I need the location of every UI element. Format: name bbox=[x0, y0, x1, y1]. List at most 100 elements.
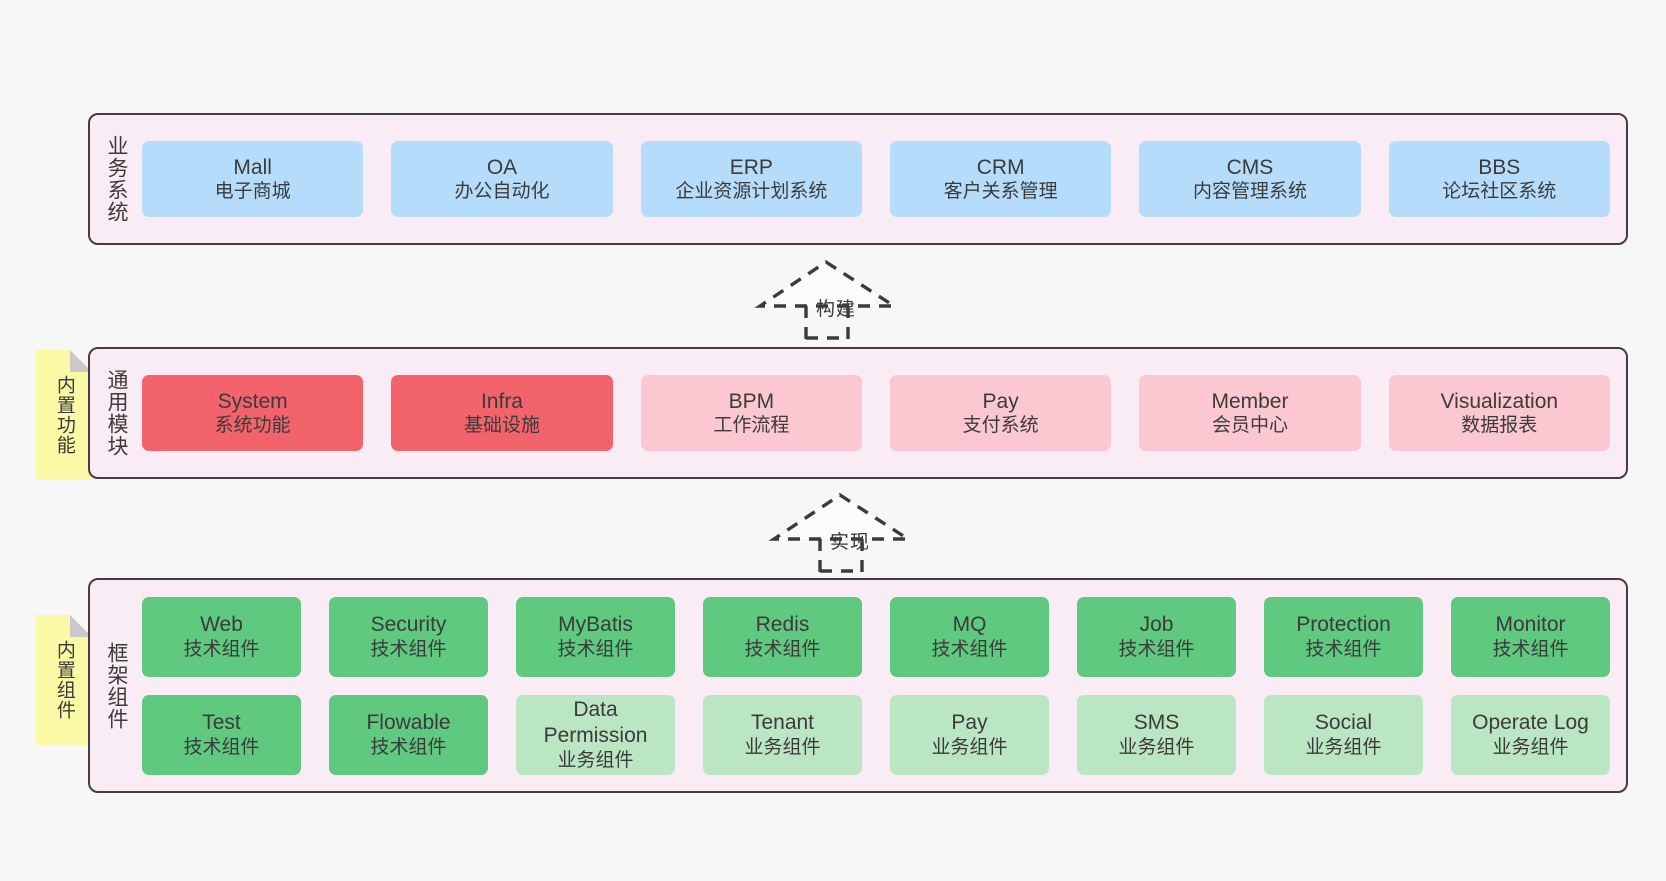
node-title: CRM bbox=[976, 155, 1025, 179]
node-title: Operate Log bbox=[1472, 711, 1589, 735]
node-title: Job bbox=[1139, 613, 1174, 637]
node-title: SMS bbox=[1133, 711, 1180, 735]
node-title: Member bbox=[1211, 389, 1289, 413]
node-title: Protection bbox=[1296, 613, 1391, 637]
node-title: Data Permission bbox=[543, 698, 648, 747]
node-subtitle: 会员中心 bbox=[1211, 415, 1288, 437]
node-title: MyBatis bbox=[558, 613, 633, 637]
node-subtitle: 系统功能 bbox=[214, 415, 291, 437]
node-subtitle: 业务组件 bbox=[557, 749, 634, 771]
node-title: BBS bbox=[1478, 155, 1521, 179]
node-subtitle: 技术组件 bbox=[557, 638, 634, 660]
node-title: Infra bbox=[480, 389, 523, 413]
connector-build: 构建 bbox=[754, 259, 900, 340]
node-subtitle: 技术组件 bbox=[1305, 638, 1382, 660]
node-subtitle: 工作流程 bbox=[713, 415, 790, 437]
node-subtitle: 技术组件 bbox=[370, 736, 447, 758]
node-subtitle: 数据报表 bbox=[1461, 415, 1538, 437]
node-title: Social bbox=[1314, 711, 1373, 735]
generalization-arrow-icon bbox=[768, 492, 914, 573]
note-builtin-components-label: 内置组件 bbox=[53, 640, 75, 720]
node-subtitle: 客户关系管理 bbox=[943, 181, 1058, 203]
node-subtitle: 基础设施 bbox=[463, 415, 540, 437]
section-label-framework-components: 框架组件 bbox=[104, 641, 128, 730]
node-subtitle: 办公自动化 bbox=[454, 181, 550, 203]
note-builtin-features: 内置功能 bbox=[36, 350, 92, 480]
node-subtitle: 技术组件 bbox=[744, 638, 821, 660]
node-title: MQ bbox=[952, 613, 987, 637]
node-title: Mall bbox=[233, 155, 272, 179]
node-title: Pay bbox=[982, 389, 1019, 413]
node-title: Test bbox=[202, 711, 241, 735]
node-subtitle: 技术组件 bbox=[370, 638, 447, 660]
generalization-arrow-icon bbox=[754, 259, 900, 340]
node-subtitle: 业务组件 bbox=[1118, 736, 1195, 758]
note-builtin-features-label: 内置功能 bbox=[53, 375, 75, 455]
node-subtitle: 技术组件 bbox=[931, 638, 1008, 660]
node-title: Monitor bbox=[1495, 613, 1566, 637]
node-subtitle: 电子商城 bbox=[214, 181, 291, 203]
node-title: CMS bbox=[1226, 155, 1274, 179]
node-title: Visualization bbox=[1440, 389, 1559, 413]
node-title: Redis bbox=[755, 613, 810, 637]
node-subtitle: 业务组件 bbox=[1492, 736, 1569, 758]
section-label-business-systems: 业务系统 bbox=[104, 135, 128, 223]
node-title: Web bbox=[200, 613, 243, 637]
node-title: Security bbox=[370, 613, 447, 637]
node-subtitle: 业务组件 bbox=[1305, 736, 1382, 758]
node-subtitle: 论坛社区系统 bbox=[1442, 181, 1557, 203]
node-title: Pay bbox=[951, 711, 988, 735]
node-subtitle: 支付系统 bbox=[962, 415, 1039, 437]
section-label-common-modules: 通用模块 bbox=[104, 369, 128, 457]
node-title: System bbox=[217, 389, 288, 413]
node-title: OA bbox=[486, 155, 518, 179]
node-title: ERP bbox=[729, 155, 773, 179]
node-subtitle: 技术组件 bbox=[183, 638, 260, 660]
node-subtitle: 企业资源计划系统 bbox=[675, 181, 828, 203]
node-subtitle: 内容管理系统 bbox=[1192, 181, 1307, 203]
note-builtin-components: 内置组件 bbox=[36, 615, 92, 745]
node-subtitle: 技术组件 bbox=[1118, 638, 1195, 660]
connector-build-label: 构建 bbox=[816, 299, 857, 320]
node-subtitle: 技术组件 bbox=[183, 736, 260, 758]
node-title: Flowable bbox=[366, 711, 451, 735]
